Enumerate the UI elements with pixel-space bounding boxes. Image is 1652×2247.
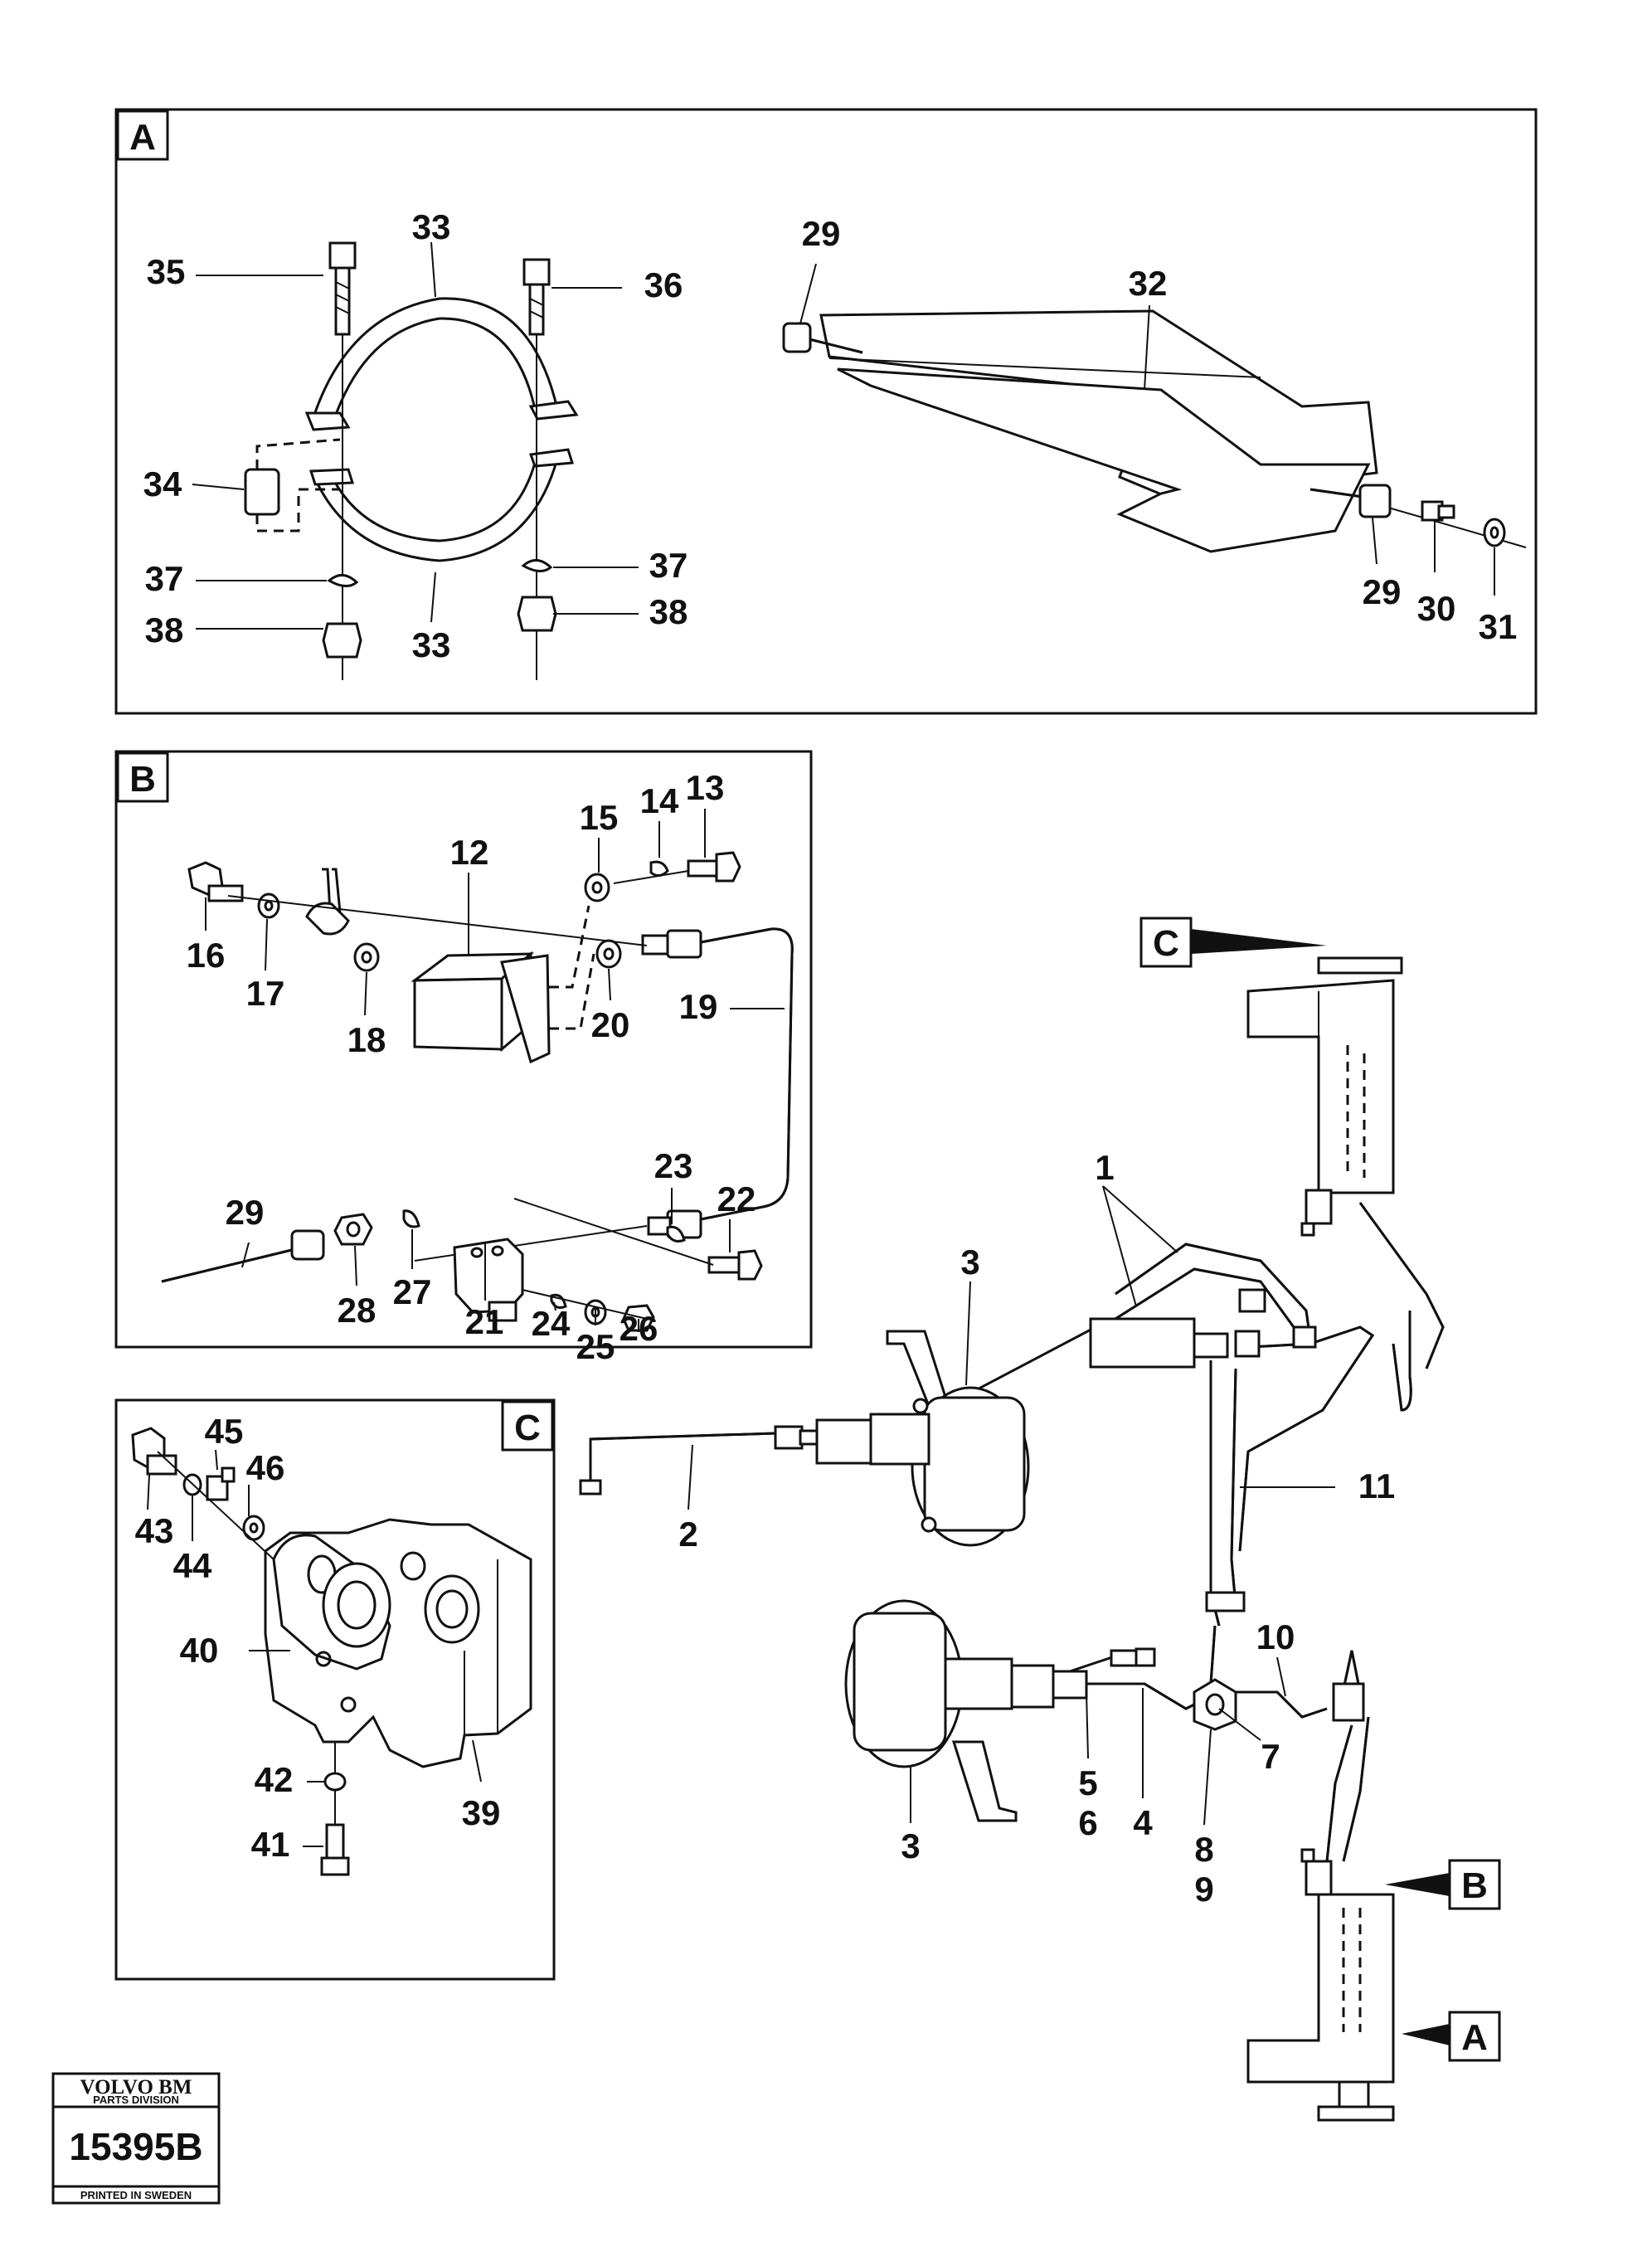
label-6: 6 [1078,1803,1097,1842]
label-18: 18 [347,1020,386,1059]
label-19: 19 [679,987,718,1026]
heat-shield-assembly [782,309,1527,553]
label-37-right: 37 [649,546,688,585]
valve-bracket-assembly [161,851,794,1332]
label-17: 17 [246,974,285,1013]
label-31: 31 [1479,607,1518,646]
label-45: 45 [205,1412,244,1451]
tee-fitting [1193,1678,1237,1731]
label-10: 10 [1256,1617,1295,1656]
volvo-bm-parts-logo: VOLVO BM PARTS DIVISION 15395B PRINTED I… [51,2072,221,2205]
label-13: 13 [686,768,725,807]
callout-c: C [1153,923,1179,964]
label-3-bottom: 3 [901,1826,920,1865]
label-38-right: 38 [649,592,688,631]
label-4: 4 [1133,1803,1153,1842]
label-12: 12 [450,833,489,872]
pipe-clamp-upper [1234,1330,1261,1358]
label-35: 35 [147,252,186,291]
label-22: 22 [717,1179,756,1218]
label-36: 36 [644,265,683,304]
label-3-top: 3 [960,1243,979,1282]
label-32: 32 [1129,264,1168,303]
distribution-block [1089,1288,1317,1369]
brake-chamber-upper [774,1330,1030,1547]
label-20: 20 [591,1005,630,1044]
label-15: 15 [580,798,619,837]
label-7: 7 [1261,1737,1280,1776]
panel-b: B [114,750,813,1366]
label-25: 25 [576,1327,615,1366]
label-34: 34 [143,464,182,503]
brake-chamber-lower [844,1599,1156,1822]
label-8: 8 [1194,1830,1213,1869]
callout-a: A [1461,2017,1488,2058]
panel-a-letter: A [129,117,156,158]
panel-c-letter: C [514,1408,541,1448]
logo-number: 15395B [69,2125,202,2168]
label-21: 21 [465,1302,504,1341]
label-26: 26 [620,1309,658,1348]
main-brake-assembly: C B A [579,917,1501,2122]
label-43: 43 [135,1511,174,1550]
label-29-bottom: 29 [1363,572,1402,611]
label-14: 14 [640,781,679,820]
brake-pipes [579,1202,1445,1862]
lower-axle-housing [1246,1848,1395,2122]
label-2: 2 [678,1515,697,1554]
upper-axle-housing [1246,956,1403,1237]
pipe-clamp [1205,1591,1246,1612]
logo-brand: VOLVO BM [80,2076,192,2099]
callout-b: B [1461,1865,1488,1906]
label-11: 11 [1358,1466,1395,1505]
label-44: 44 [173,1546,212,1585]
steering-knuckle-assembly [131,1427,532,1876]
panel-c: C [114,1398,556,1981]
label-1: 1 [1095,1148,1114,1187]
label-33-bottom: 33 [412,625,451,664]
logo-division: PARTS DIVISION [93,2094,179,2106]
label-28: 28 [338,1291,377,1330]
pipe-clamp-assembly [244,241,579,680]
label-9: 9 [1194,1870,1213,1909]
label-40: 40 [180,1631,219,1670]
label-41: 41 [251,1825,290,1864]
label-42: 42 [255,1760,294,1799]
label-5: 5 [1078,1763,1097,1802]
label-33-top: 33 [412,207,451,246]
label-27: 27 [393,1272,432,1311]
label-24: 24 [532,1304,571,1343]
label-46: 46 [246,1448,285,1487]
label-29-b: 29 [226,1193,265,1232]
panel-b-letter: B [129,759,156,800]
label-38-left: 38 [145,610,184,649]
label-37-left: 37 [145,559,184,598]
label-29-top: 29 [802,214,841,253]
label-39: 39 [462,1793,501,1832]
valve-10 [1332,1682,1365,1722]
label-23: 23 [654,1146,693,1185]
label-30: 30 [1417,589,1456,628]
label-16: 16 [187,936,226,975]
logo-printed: PRINTED IN SWEDEN [80,2189,192,2201]
panel-a: A [114,108,1538,715]
